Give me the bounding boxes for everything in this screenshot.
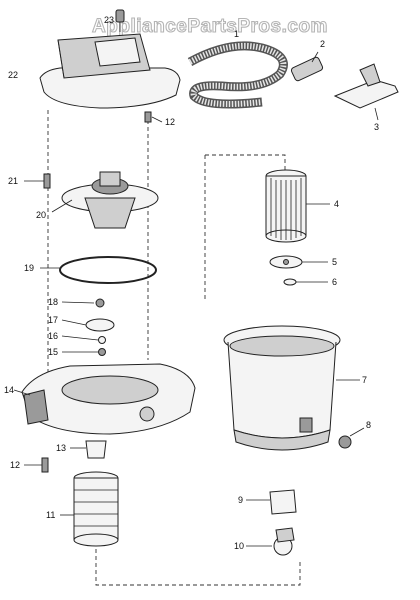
watermark-logo: AppliancePartsPros.com (92, 16, 328, 37)
label-7: 7 (362, 375, 367, 385)
part-21-screw (24, 173, 51, 189)
part-20-motor-assembly (51, 171, 159, 229)
label-13: 13 (56, 443, 66, 453)
part-23-knob (115, 9, 125, 32)
part-4-cartridge-filter (265, 169, 330, 243)
label-19: 19 (24, 263, 34, 273)
part-13-cap (70, 440, 107, 459)
label-10: 10 (234, 541, 244, 551)
label-16: 16 (48, 331, 58, 341)
part-2-connector (290, 51, 324, 82)
label-8: 8 (366, 420, 371, 430)
part-3-floor-nozzle (333, 63, 399, 121)
label-4: 4 (334, 199, 339, 209)
label-12-lower: 12 (10, 460, 20, 470)
part-12-screw-lower (24, 457, 49, 473)
label-9: 9 (238, 495, 243, 505)
label-23: 23 (104, 15, 114, 25)
part-1-hose (187, 41, 288, 109)
label-11: 11 (46, 510, 55, 520)
part-15-ball (62, 348, 106, 356)
part-7-tank (223, 325, 360, 451)
label-1: 1 (234, 29, 239, 39)
label-22: 22 (8, 70, 18, 80)
part-17-disc (61, 318, 115, 332)
part-22-motor-cover (39, 33, 181, 109)
part-8-drain-plug (338, 427, 365, 449)
label-2: 2 (320, 39, 325, 49)
label-5: 5 (332, 257, 337, 267)
label-21: 21 (8, 176, 18, 186)
label-17: 17 (48, 315, 58, 325)
label-20: 20 (36, 210, 46, 220)
part-11-filter-cage (60, 471, 119, 547)
part-6-clip (283, 278, 328, 286)
label-18: 18 (48, 297, 58, 307)
label-15: 15 (48, 347, 58, 357)
part-19-gasket (40, 256, 157, 284)
label-6: 6 (332, 277, 337, 287)
part-14-lid (13, 363, 196, 435)
label-3: 3 (374, 122, 379, 132)
part-16-washer (61, 335, 106, 344)
part-5-retainer (269, 255, 328, 269)
part-10-caster-wheel (246, 527, 295, 556)
label-12-upper: 12 (165, 117, 175, 127)
part-labels: 23 22 1 2 3 12 21 4 20 5 19 6 18 17 16 1… (4, 15, 379, 551)
part-9-caster-block (246, 489, 297, 515)
part-12-screw-upper (144, 111, 163, 123)
part-18-nut (61, 298, 105, 308)
label-14: 14 (4, 385, 14, 395)
